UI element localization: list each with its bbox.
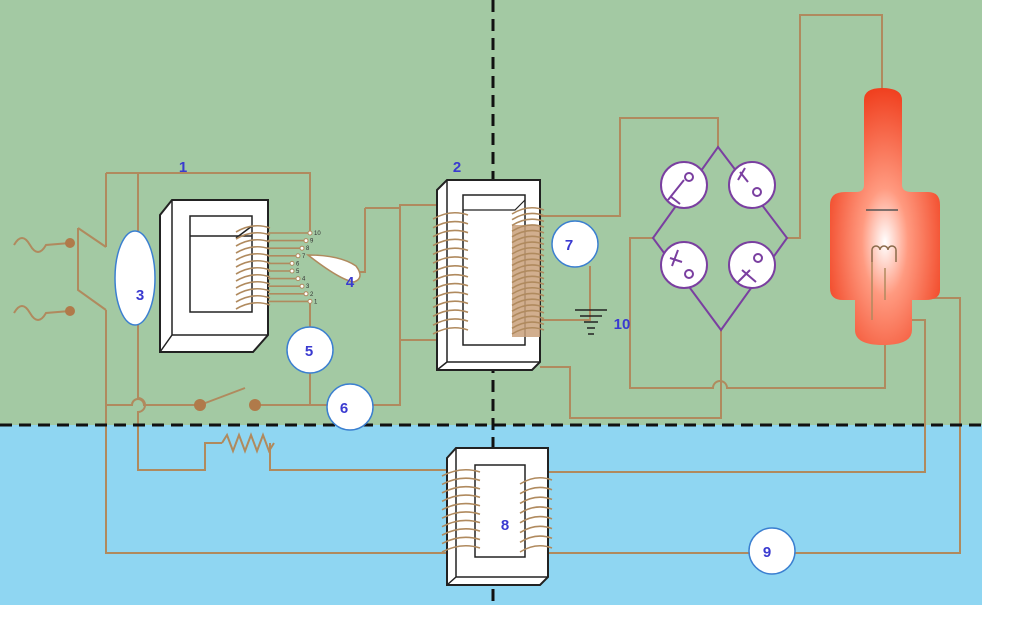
tap-contact[interactable] [295, 276, 301, 282]
selector-arm-4[interactable] [305, 254, 361, 283]
tap-contact[interactable] [295, 253, 301, 259]
input-terminal [65, 238, 75, 248]
ground-icon [575, 309, 607, 335]
diode-icon [728, 241, 776, 289]
label-6: 6 [340, 400, 348, 417]
label-9: 9 [763, 544, 771, 561]
tap-contact[interactable] [289, 268, 295, 274]
tap-label: 9 [310, 239, 314, 245]
switch-contact [194, 399, 206, 411]
input-terminal [65, 306, 75, 316]
primary-coil [432, 211, 469, 335]
secondary-coil [511, 206, 545, 335]
tap-contact[interactable] [299, 245, 305, 251]
wires [13, 14, 961, 554]
transformer-8 [441, 447, 553, 586]
label-5: 5 [305, 343, 313, 360]
autotransformer-1 [159, 199, 271, 353]
component-5-circle [286, 326, 334, 374]
tap-label: 5 [296, 269, 300, 275]
tap-label: 4 [302, 277, 306, 283]
label-7: 7 [565, 237, 573, 254]
winding-coil [235, 224, 271, 310]
diode-icon [660, 161, 708, 209]
component-3-ellipse [114, 230, 156, 326]
tap-contact[interactable] [289, 260, 295, 266]
component-7-circle [551, 220, 599, 268]
label-1: 1 [179, 159, 187, 176]
diode-icon [728, 161, 776, 209]
tap-contact[interactable] [307, 230, 313, 236]
tap-label: 6 [296, 261, 300, 267]
component-6-circle [326, 383, 374, 431]
tap-contact[interactable] [303, 291, 309, 297]
switch-contact [249, 399, 261, 411]
tap-label: 8 [306, 246, 310, 252]
label-2: 2 [453, 159, 461, 176]
bridge-rectifier [651, 145, 789, 332]
transformer-2 [432, 179, 545, 371]
tap-contact[interactable] [299, 283, 305, 289]
component-9-circle [748, 527, 796, 575]
tap-label: 1 [314, 299, 318, 305]
tap-contact[interactable] [303, 238, 309, 244]
tap-label: 7 [302, 254, 306, 260]
label-10: 10 [614, 316, 631, 333]
label-3: 3 [136, 287, 144, 304]
tap-label: 3 [306, 284, 310, 290]
tap-label: 10 [314, 231, 321, 237]
xray-tube [830, 88, 940, 345]
label-4: 4 [346, 274, 355, 291]
label-8: 8 [501, 517, 509, 534]
tap-contact[interactable] [307, 298, 313, 304]
diode-icon [660, 241, 708, 289]
secondary-coil [441, 468, 553, 553]
tap-label: 2 [310, 292, 314, 298]
